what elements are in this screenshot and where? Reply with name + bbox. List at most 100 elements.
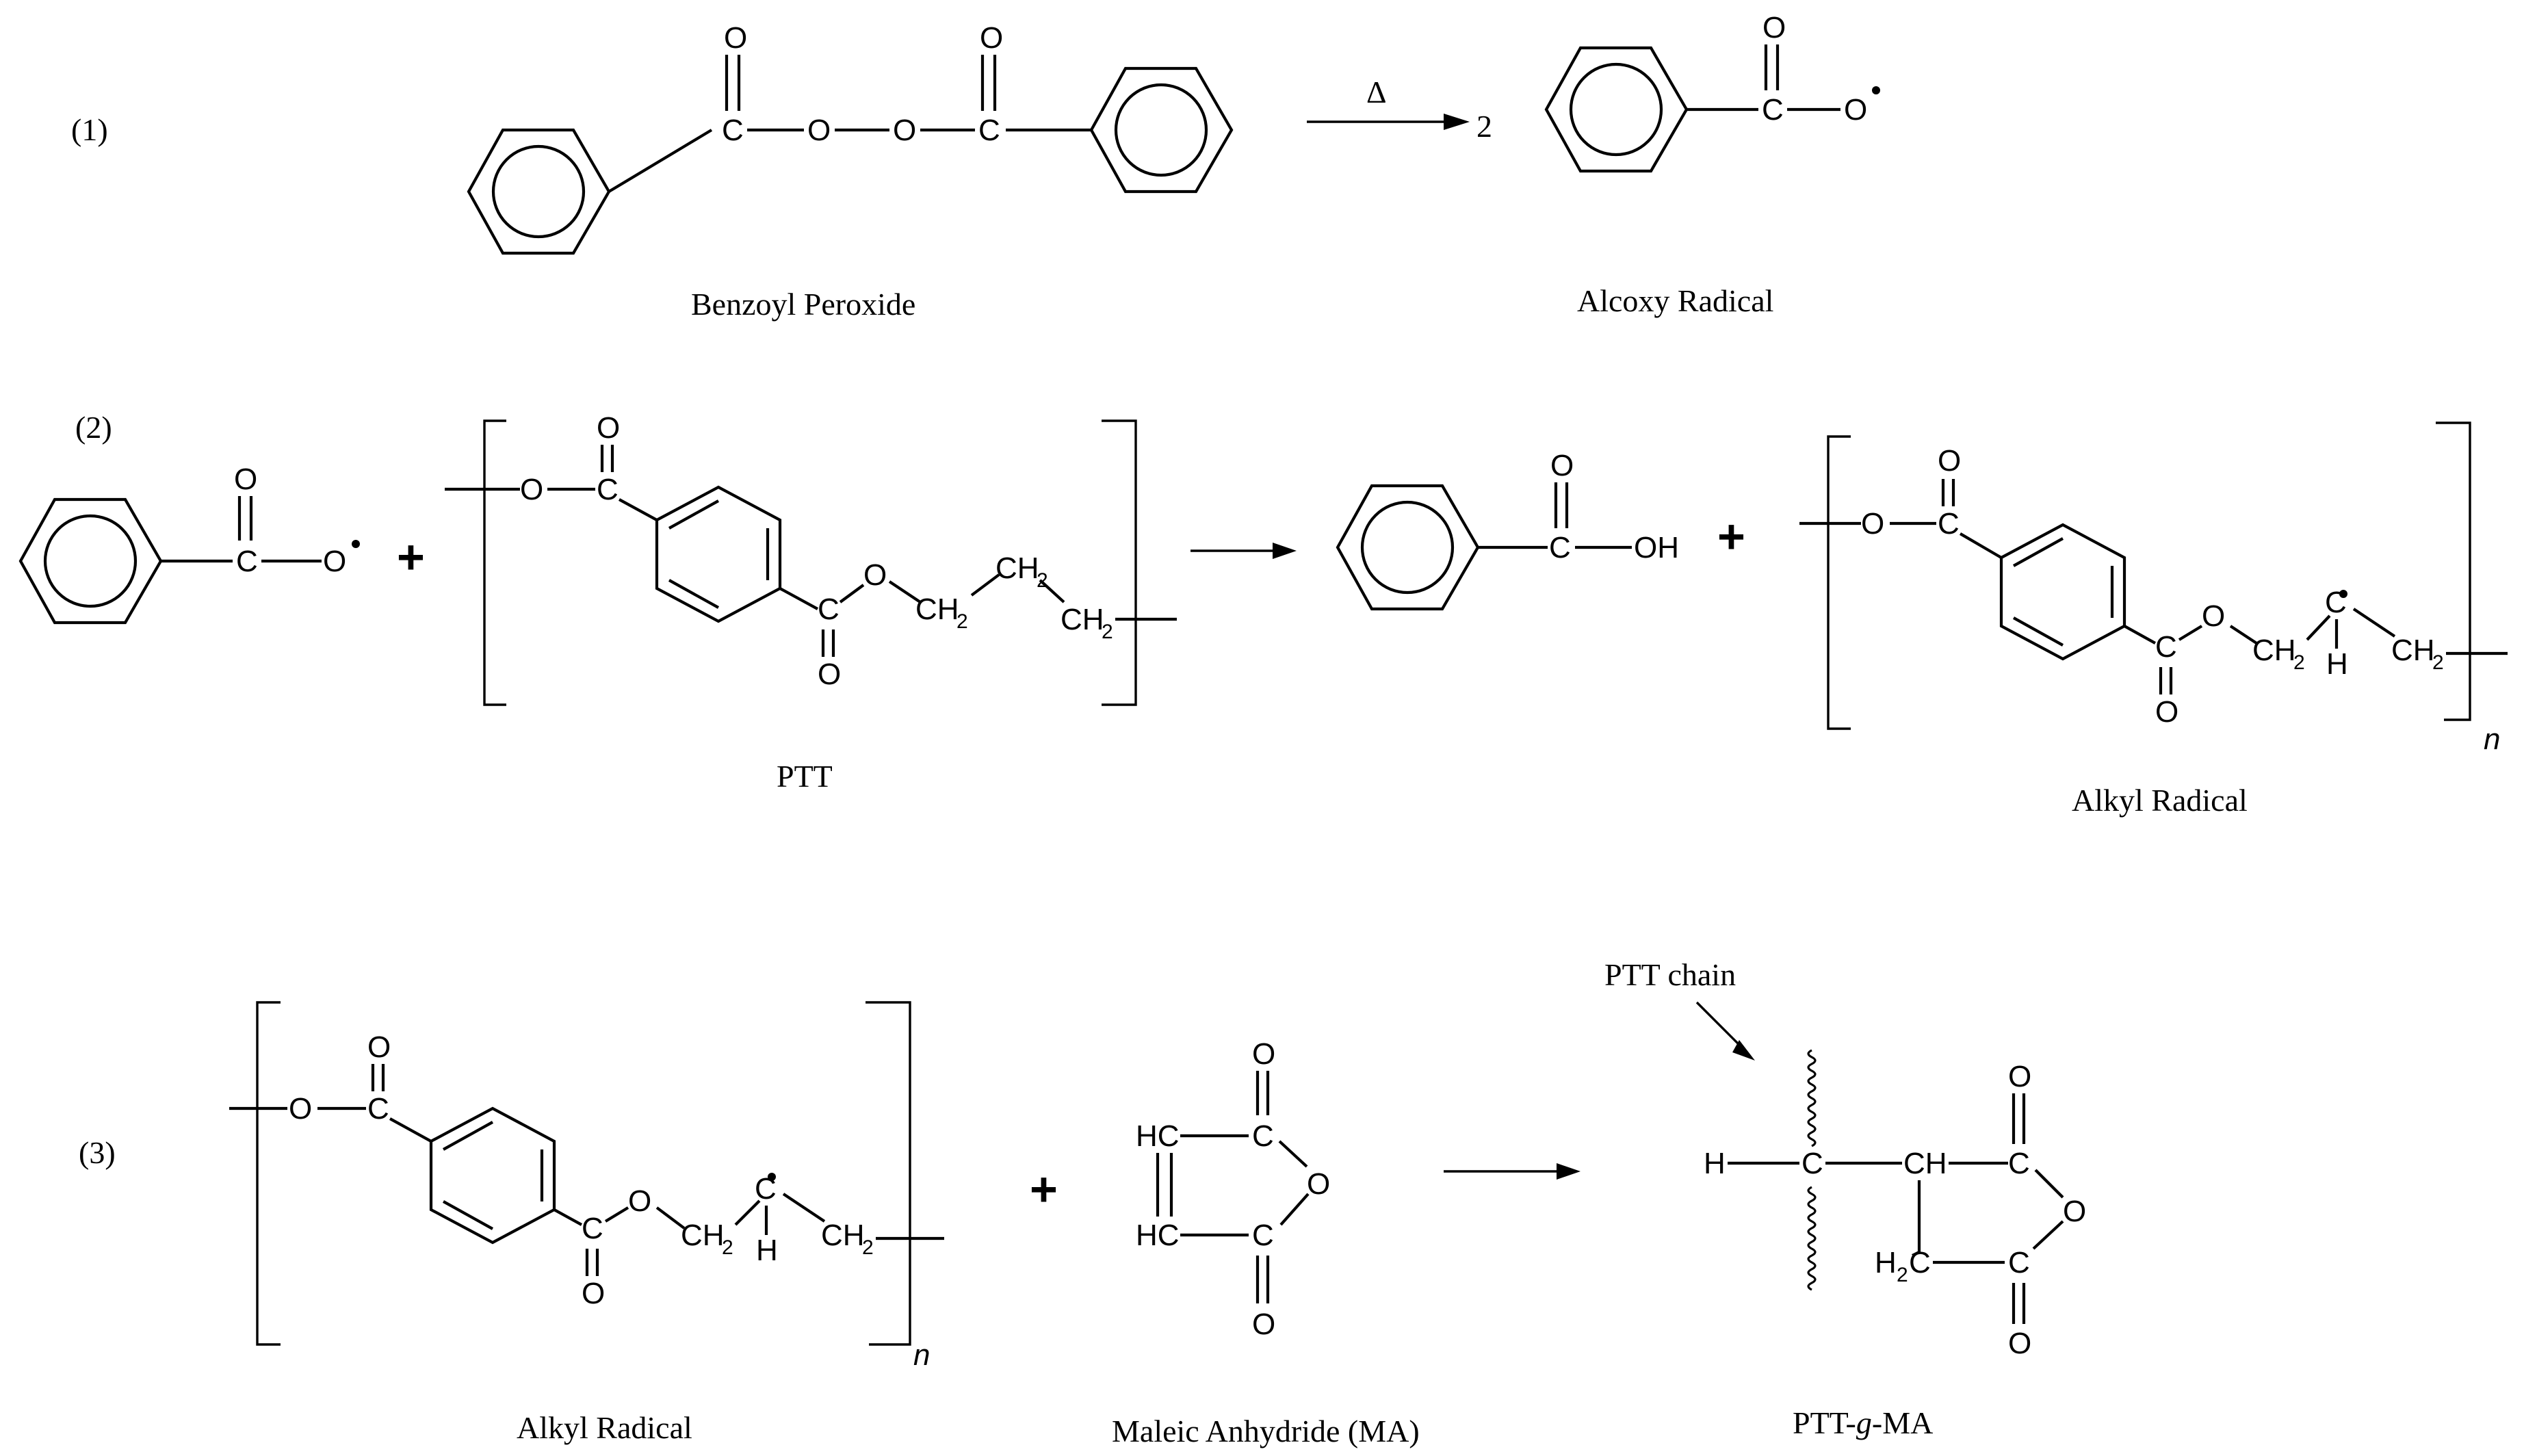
atom-H: H bbox=[1704, 1147, 1726, 1180]
subscript-2: 2 bbox=[1897, 1264, 1908, 1286]
heat-symbol: Δ bbox=[1366, 75, 1387, 109]
alkyl-radical-structure-2: O C O C O O CH 2 C H CH 2 n bbox=[1799, 421, 2508, 756]
atom-CH2: CH bbox=[821, 1219, 865, 1252]
caption-ptt-g-ma-prefix: PTT- bbox=[1793, 1405, 1856, 1440]
alcoxy-radical-reactant: C O O bbox=[18, 463, 360, 625]
atom-O: O bbox=[2202, 599, 2225, 633]
atom-O: O bbox=[582, 1277, 605, 1310]
atom-O: O bbox=[1550, 449, 1574, 482]
atom-H2C: H bbox=[1875, 1246, 1897, 1279]
repeat-index-n: n bbox=[913, 1338, 930, 1372]
subscript-2: 2 bbox=[1102, 621, 1113, 643]
repeat-index-n: n bbox=[2484, 723, 2500, 756]
atom-O: O bbox=[980, 21, 1003, 55]
atom-O: O bbox=[367, 1030, 391, 1064]
ptt-g-ma-structure: H C CH C O O H 2 C C O bbox=[1695, 1001, 2086, 1360]
wavy-chain-top bbox=[1807, 1049, 1817, 1147]
atom-C: C bbox=[978, 114, 1000, 147]
plus-sign: + bbox=[1030, 1162, 1058, 1216]
caption-ptt-g-ma-g: g bbox=[1856, 1405, 1872, 1440]
subscript-2: 2 bbox=[957, 610, 968, 633]
atom-CH2: CH bbox=[2391, 634, 2435, 667]
radical-dot bbox=[1872, 86, 1880, 94]
atom-C: C bbox=[1252, 1219, 1274, 1252]
maleic-anhydride-structure: O C HC O HC C O bbox=[1136, 1037, 1330, 1341]
atom-O: O bbox=[289, 1092, 312, 1126]
caption-alcoxy-radical: Alcoxy Radical bbox=[1577, 283, 1773, 318]
benzoic-acid-structure: C O OH bbox=[1336, 449, 1679, 611]
subscript-2: 2 bbox=[862, 1236, 874, 1259]
step-1-label: (1) bbox=[71, 112, 108, 147]
subscript-2: 2 bbox=[722, 1236, 733, 1259]
atom-C: C bbox=[597, 473, 619, 506]
atom-CH: CH bbox=[1903, 1147, 1947, 1180]
atom-O: O bbox=[893, 114, 916, 147]
alkyl-radical-structure-3: O C O C O O CH 2 C H CH 2 n bbox=[229, 1001, 944, 1372]
caption-alkyl-radical-3: Alkyl Radical bbox=[517, 1410, 692, 1445]
atom-CH2: CH bbox=[996, 551, 1039, 585]
atom-C: C bbox=[1549, 531, 1571, 564]
caption-alkyl-radical-2: Alkyl Radical bbox=[2072, 783, 2248, 818]
atom-O: O bbox=[520, 473, 543, 506]
atom-OH: OH bbox=[1634, 531, 1679, 564]
atom-O: O bbox=[1252, 1308, 1275, 1341]
atom-O: O bbox=[2155, 695, 2178, 729]
atom-O: O bbox=[1938, 444, 1961, 478]
atom-C: C bbox=[722, 114, 744, 147]
atom-O: O bbox=[628, 1184, 651, 1218]
atom-O: O bbox=[1844, 93, 1867, 127]
atom-H: H bbox=[2326, 647, 2348, 681]
ptt-structure: O C O C O O CH 2 CH 2 CH 2 bbox=[445, 411, 1177, 706]
atom-C: C bbox=[818, 593, 840, 626]
atom-O: O bbox=[597, 411, 620, 445]
atom-CH2: CH bbox=[915, 593, 959, 626]
caption-ptt-chain: PTT chain bbox=[1604, 957, 1736, 992]
atom-H: H bbox=[756, 1234, 778, 1267]
atom-C: C bbox=[1252, 1119, 1274, 1153]
benzoyl-peroxide-structure: O C O O C O bbox=[467, 21, 1234, 255]
atom-CH2: CH bbox=[681, 1219, 725, 1252]
atom-O: O bbox=[234, 463, 257, 496]
atom-O: O bbox=[2063, 1195, 2086, 1228]
reaction-arrow-3 bbox=[1444, 1163, 1580, 1180]
plus-sign: + bbox=[397, 530, 425, 584]
bracket-right bbox=[1102, 419, 1137, 706]
atom-O: O bbox=[1252, 1037, 1275, 1071]
atom-C: C bbox=[2008, 1147, 2030, 1180]
atom-C: C bbox=[1938, 507, 1960, 541]
wavy-chain-bottom bbox=[1807, 1186, 1817, 1291]
reaction-arrow-2 bbox=[1191, 543, 1297, 559]
subscript-2: 2 bbox=[2293, 651, 2305, 674]
caption-ptt-g-ma: PTT-g-MA bbox=[1793, 1405, 1933, 1440]
caption-maleic-anhydride: Maleic Anhydride (MA) bbox=[1112, 1414, 1420, 1448]
caption-ptt: PTT bbox=[777, 759, 833, 794]
atom-HC: HC bbox=[1136, 1119, 1180, 1153]
atom-CH2: CH bbox=[2252, 634, 2296, 667]
ring-carbonyl-bond bbox=[608, 129, 713, 193]
atom-C: C bbox=[582, 1212, 603, 1245]
step-3-label: (3) bbox=[79, 1135, 116, 1170]
step-2-label: (2) bbox=[75, 410, 112, 445]
atom-O: O bbox=[2008, 1060, 2031, 1093]
atom-O: O bbox=[818, 658, 841, 691]
atom-C: C bbox=[367, 1092, 389, 1126]
atom-C: C bbox=[236, 545, 258, 578]
subscript-2: 2 bbox=[2432, 651, 2444, 674]
atom-C: C bbox=[2008, 1246, 2030, 1279]
plus-sign: + bbox=[1717, 510, 1745, 563]
alcoxy-radical-structure: C O O bbox=[1544, 11, 1880, 173]
atom-C: C bbox=[1909, 1246, 1931, 1279]
atom-HC: HC bbox=[1136, 1219, 1180, 1252]
caption-benzoyl-peroxide: Benzoyl Peroxide bbox=[691, 287, 915, 322]
atom-CH2: CH bbox=[1061, 603, 1104, 636]
atom-O: O bbox=[1762, 11, 1786, 44]
atom-O: O bbox=[323, 545, 346, 578]
bracket-left bbox=[483, 419, 506, 706]
atom-C: C bbox=[1762, 93, 1784, 127]
atom-C: C bbox=[2155, 630, 2177, 664]
atom-O: O bbox=[807, 114, 831, 147]
caption-ptt-g-ma-suffix: -MA bbox=[1872, 1405, 1933, 1440]
reaction-arrow-1 bbox=[1307, 114, 1470, 130]
atom-O: O bbox=[2008, 1327, 2031, 1360]
